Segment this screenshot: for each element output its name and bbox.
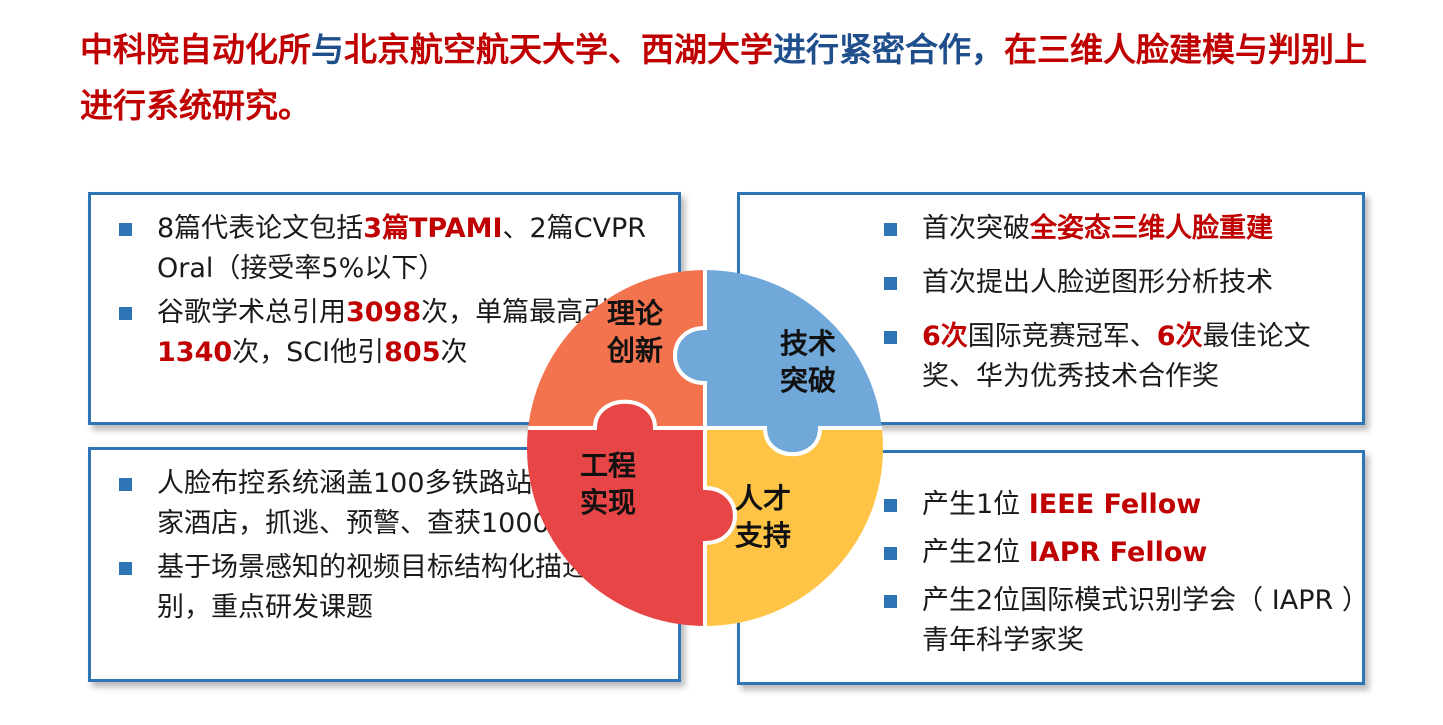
bullet-square-icon bbox=[884, 223, 897, 236]
highlight: 3098 bbox=[346, 297, 422, 328]
text: 次 bbox=[440, 337, 468, 368]
text: 产生2位 bbox=[922, 537, 1029, 568]
title-part-2: 与 bbox=[311, 30, 344, 69]
talent-piece bbox=[703, 426, 883, 626]
text: 产生1位 bbox=[922, 489, 1029, 520]
text: 最佳论文奖、华为优秀技术合作奖 bbox=[922, 321, 1311, 392]
text: 国际竞赛冠军、 bbox=[967, 321, 1157, 352]
highlight: IAPR Fellow bbox=[1028, 537, 1208, 568]
text: 首次突破 bbox=[922, 213, 1030, 244]
highlight: 全姿态三维人脸重建 bbox=[1030, 213, 1273, 244]
talent-box: 产生1位 IEEE Fellow 产生2位 IAPR Fellow 产生2位国际… bbox=[737, 450, 1365, 685]
list-item: 6次国际竞赛冠军、6次最佳论文奖、华为优秀技术合作奖 bbox=[870, 317, 1360, 397]
text: 8篇代表论文包括 bbox=[157, 213, 364, 244]
text: 、2篇CVPR Oral（接受率5%以下） bbox=[157, 213, 647, 284]
bullet-square-icon bbox=[884, 547, 897, 560]
title-part-3: 北京航空航天大学、西湖大学 bbox=[344, 30, 773, 69]
text: 次，SCI他引 bbox=[232, 337, 385, 368]
talent-label-line2: 支持 bbox=[735, 519, 791, 552]
bullet-square-icon bbox=[119, 223, 132, 236]
highlight: 6次 bbox=[1156, 321, 1203, 352]
list-item: 产生2位 IAPR Fellow bbox=[870, 533, 1360, 573]
puzzle-circle-graphic: 理论 创新 技术 突破 工程 实现 人才 支持 bbox=[515, 268, 895, 628]
talent-label-line1: 人才 bbox=[735, 482, 791, 515]
tech-list: 首次突破全姿态三维人脸重建 首次提出人脸逆图形分析技术 6次国际竞赛冠军、6次最… bbox=[870, 209, 1360, 411]
list-item: 首次突破全姿态三维人脸重建 bbox=[870, 209, 1360, 249]
bullet-square-icon bbox=[119, 562, 132, 575]
list-item: 谷歌学术总引用3098次，单篇最高引用1340次，SCI他引805次 bbox=[105, 293, 665, 373]
bullet-square-icon bbox=[119, 307, 132, 320]
list-item: 基于场景感知的视频目标结构化描述与识别，重点研发课题 bbox=[105, 548, 665, 628]
text: 产生2位国际模式识别学会（ IAPR ）青年科学家奖 bbox=[922, 585, 1356, 656]
highlight: 1340 bbox=[157, 337, 233, 368]
title-part-1: 中科院自动化所 bbox=[80, 30, 311, 69]
highlight: 6次 bbox=[922, 321, 968, 352]
highlight: 3篇TPAMI bbox=[363, 213, 503, 244]
text: 基于场景感知的视频目标结构化描述与识别，重点研发课题 bbox=[157, 552, 643, 623]
tech-label-line2: 突破 bbox=[780, 364, 836, 397]
list-item: 产生1位 IEEE Fellow bbox=[870, 485, 1360, 525]
theory-label-line1: 理论 bbox=[607, 297, 664, 330]
highlight: 805 bbox=[384, 337, 441, 368]
text: 首次提出人脸逆图形分析技术 bbox=[922, 267, 1273, 298]
list-item: 产生2位国际模式识别学会（ IAPR ）青年科学家奖 bbox=[870, 581, 1360, 661]
engineering-label-line2: 实现 bbox=[580, 486, 636, 519]
title-part-4: 进行紧密合作， bbox=[773, 30, 1004, 69]
theory-label-line2: 创新 bbox=[606, 334, 663, 367]
tech-label-line1: 技术 bbox=[780, 327, 836, 360]
page-title: 中科院自动化所与北京航空航天大学、西湖大学进行紧密合作，在三维人脸建模与判别上进… bbox=[80, 22, 1380, 134]
list-item: 首次提出人脸逆图形分析技术 bbox=[870, 263, 1360, 303]
bullet-square-icon bbox=[884, 595, 897, 608]
bullet-square-icon bbox=[119, 478, 132, 491]
puzzle-svg: 理论 创新 技术 突破 工程 实现 人才 支持 bbox=[527, 270, 883, 626]
theory-list: 8篇代表论文包括3篇TPAMI、2篇CVPR Oral（接受率5%以下） 谷歌学… bbox=[105, 209, 665, 377]
title-part-5: 在三维人脸建模与判别上进行系统研究。 bbox=[80, 30, 1367, 125]
list-item: 8篇代表论文包括3篇TPAMI、2篇CVPR Oral（接受率5%以下） bbox=[105, 209, 665, 289]
bullet-square-icon bbox=[884, 277, 897, 290]
text: 谷歌学术总引用 bbox=[157, 297, 346, 328]
highlight: IEEE Fellow bbox=[1028, 489, 1202, 520]
bullet-square-icon bbox=[884, 331, 897, 344]
bullet-square-icon bbox=[884, 499, 897, 512]
talent-list: 产生1位 IEEE Fellow 产生2位 IAPR Fellow 产生2位国际… bbox=[870, 485, 1360, 669]
engineering-label-line1: 工程 bbox=[580, 449, 636, 482]
